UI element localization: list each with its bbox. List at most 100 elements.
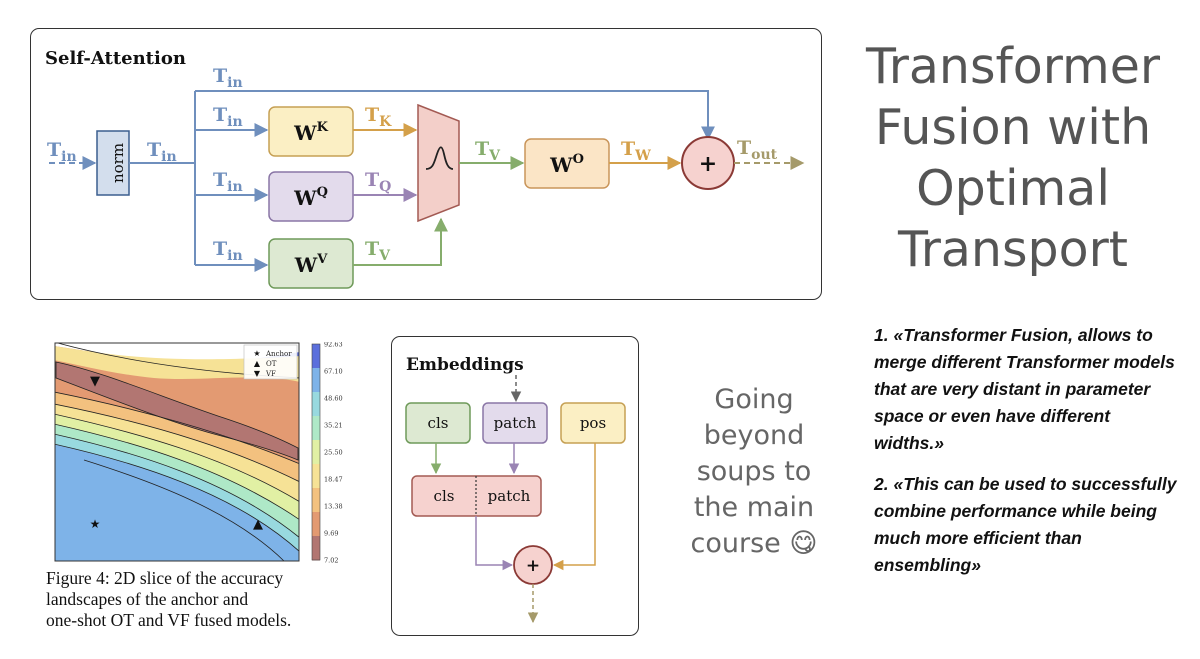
side-note-line: soups to (696, 456, 812, 487)
tw-label: TW (621, 138, 651, 164)
wv-box (268, 238, 354, 289)
embeddings-panel: Embeddings cls patch pos cls patch + (391, 336, 639, 636)
tq-label: TQ (365, 169, 391, 195)
softmax-block (417, 103, 460, 223)
contour-line (55, 433, 299, 538)
colorbar-segment (312, 464, 320, 489)
colorbar: 92.63 67.10 48.60 35.21 25.50 18.47 13.38 9.69 7… (311, 341, 343, 565)
colorbar-tick-label: 35.21 (324, 422, 343, 430)
colorbar-segment (312, 512, 320, 537)
contour-band (55, 361, 299, 461)
pos-to-add-arrow (552, 443, 596, 571)
caption-line: landscapes of the anchor and (46, 589, 249, 609)
legend-ot-label: OT (266, 360, 277, 368)
tv-arrow (353, 217, 448, 266)
pos-embedding-label: pos (580, 414, 606, 432)
wk-label: WK (293, 120, 328, 145)
slide-title: Transformer Fusion with Optimal Transpor… (848, 36, 1178, 280)
colorbar-segment (312, 440, 320, 465)
colorbar-tick-label: 67.10 (324, 368, 343, 376)
wo-label: WO (549, 152, 584, 177)
svg-text:★: ★ (253, 349, 260, 358)
pos-embedding-box (560, 402, 626, 444)
t-in-residual-label: Tin (213, 65, 243, 91)
side-note-line: the main (693, 492, 815, 523)
plot-frame (54, 342, 300, 562)
ot-marker: ▲ (253, 517, 263, 532)
t-in-norm-label: Tin (147, 139, 177, 165)
quote-2: 2. «This can be used to successfully com… (874, 474, 1177, 575)
embeddings-title: Embeddings (406, 355, 524, 375)
figure-legend: ★ Anchor ▲ OT ▼ VF (243, 344, 298, 380)
concat-patch-label: patch (488, 487, 531, 505)
colorbar-tick-label: 18.47 (324, 476, 343, 484)
slide-title-line: Optimal (916, 160, 1110, 217)
colorbar-segment (312, 344, 320, 369)
colorbar-segment (312, 416, 320, 441)
tk-label: TK (365, 104, 392, 130)
slide-title-line: Transport (898, 221, 1128, 278)
tv-softmax-label: TV (475, 138, 501, 164)
wk-box (268, 106, 354, 157)
side-note: Going beyond soups to the main course 😋 (680, 382, 828, 562)
t-in-wv-label: Tin (213, 238, 243, 264)
norm-box (96, 130, 130, 196)
side-note-line: Going (714, 384, 794, 415)
embeddings-add-label: + (526, 556, 540, 576)
colorbar-frame (311, 343, 321, 561)
quotes-list: 1. «Transformer Fusion, allows to merge … (874, 322, 1184, 593)
colorbar-tick-label: 48.60 (324, 395, 343, 403)
colorbar-tick-label: 25.50 (324, 449, 343, 457)
softmax-curve-icon (425, 146, 454, 170)
contour-line (55, 443, 299, 552)
contour-line (55, 423, 299, 520)
figure-caption: Figure 4: 2D slice of the accuracy lands… (46, 568, 336, 631)
patch-token-label: patch (494, 414, 537, 432)
colorbar-tick-label: 7.02 (324, 557, 338, 565)
colorbar-tick-label: 92.63 (324, 342, 343, 349)
quote-1: 1. «Transformer Fusion, allows to merge … (874, 325, 1175, 453)
wq-box (268, 171, 354, 222)
cls-token-box (405, 402, 471, 444)
tv-label: TV (365, 238, 391, 264)
colorbar-tick-label: 9.69 (324, 530, 338, 538)
self-attention-diagram: Self-Attention Tin norm Tin Tin Tin Tin … (45, 48, 805, 289)
legend-vf-label: VF (265, 370, 276, 378)
colorbar-segment (312, 368, 320, 393)
tout-label: Tout (737, 137, 778, 163)
slide-title-line: Transformer (865, 38, 1161, 95)
self-attention-panel: Self-Attention Tin norm Tin Tin Tin Tin … (30, 28, 822, 300)
side-note-line: beyond (703, 420, 805, 451)
t-in-input-label: Tin (47, 139, 77, 165)
accuracy-landscape-plot: ▼ ★ ▲ ★ Anchor ▲ OT ▼ VF 92.63 67.10 48.60… (54, 341, 343, 565)
self-attention-title: Self-Attention (45, 48, 186, 69)
t-in-wk-label: Tin (213, 104, 243, 130)
svg-text:▼: ▼ (254, 369, 261, 378)
caption-line: Figure 4: 2D slice of the accuracy (46, 568, 284, 588)
colorbar-segment (312, 536, 320, 561)
anchor-marker: ★ (90, 517, 101, 531)
add-node-label: + (699, 151, 717, 177)
residual-arrow (195, 90, 715, 141)
cls-token-label: cls (428, 414, 449, 432)
contour-line (55, 403, 299, 482)
wv-label: WV (294, 252, 328, 277)
colorbar-tick-label: 13.38 (324, 503, 343, 511)
colorbar-segment (312, 488, 320, 513)
colorbar-segment (312, 392, 320, 417)
side-note-line: course 😋 (690, 528, 818, 559)
norm-label: norm (109, 143, 127, 183)
t-in-wq-label: Tin (213, 169, 243, 195)
slide-title-line: Fusion with (874, 99, 1152, 156)
contour-line (55, 413, 299, 502)
concat-to-add-arrow (475, 516, 514, 571)
caption-line: one-shot OT and VF fused models. (46, 610, 292, 630)
concat-cls-label: cls (434, 487, 455, 505)
patch-token-box (482, 402, 548, 444)
vf-marker: ▼ (90, 374, 100, 389)
svg-text:▲: ▲ (254, 359, 261, 368)
accuracy-landscape-figure: ▼ ★ ▲ ★ Anchor ▲ OT ▼ VF 92.63 67.10 48.60… (54, 341, 354, 565)
contour-band (55, 346, 299, 382)
contour-line (55, 391, 299, 465)
embeddings-diagram: Embeddings cls patch pos cls patch + (405, 355, 626, 624)
